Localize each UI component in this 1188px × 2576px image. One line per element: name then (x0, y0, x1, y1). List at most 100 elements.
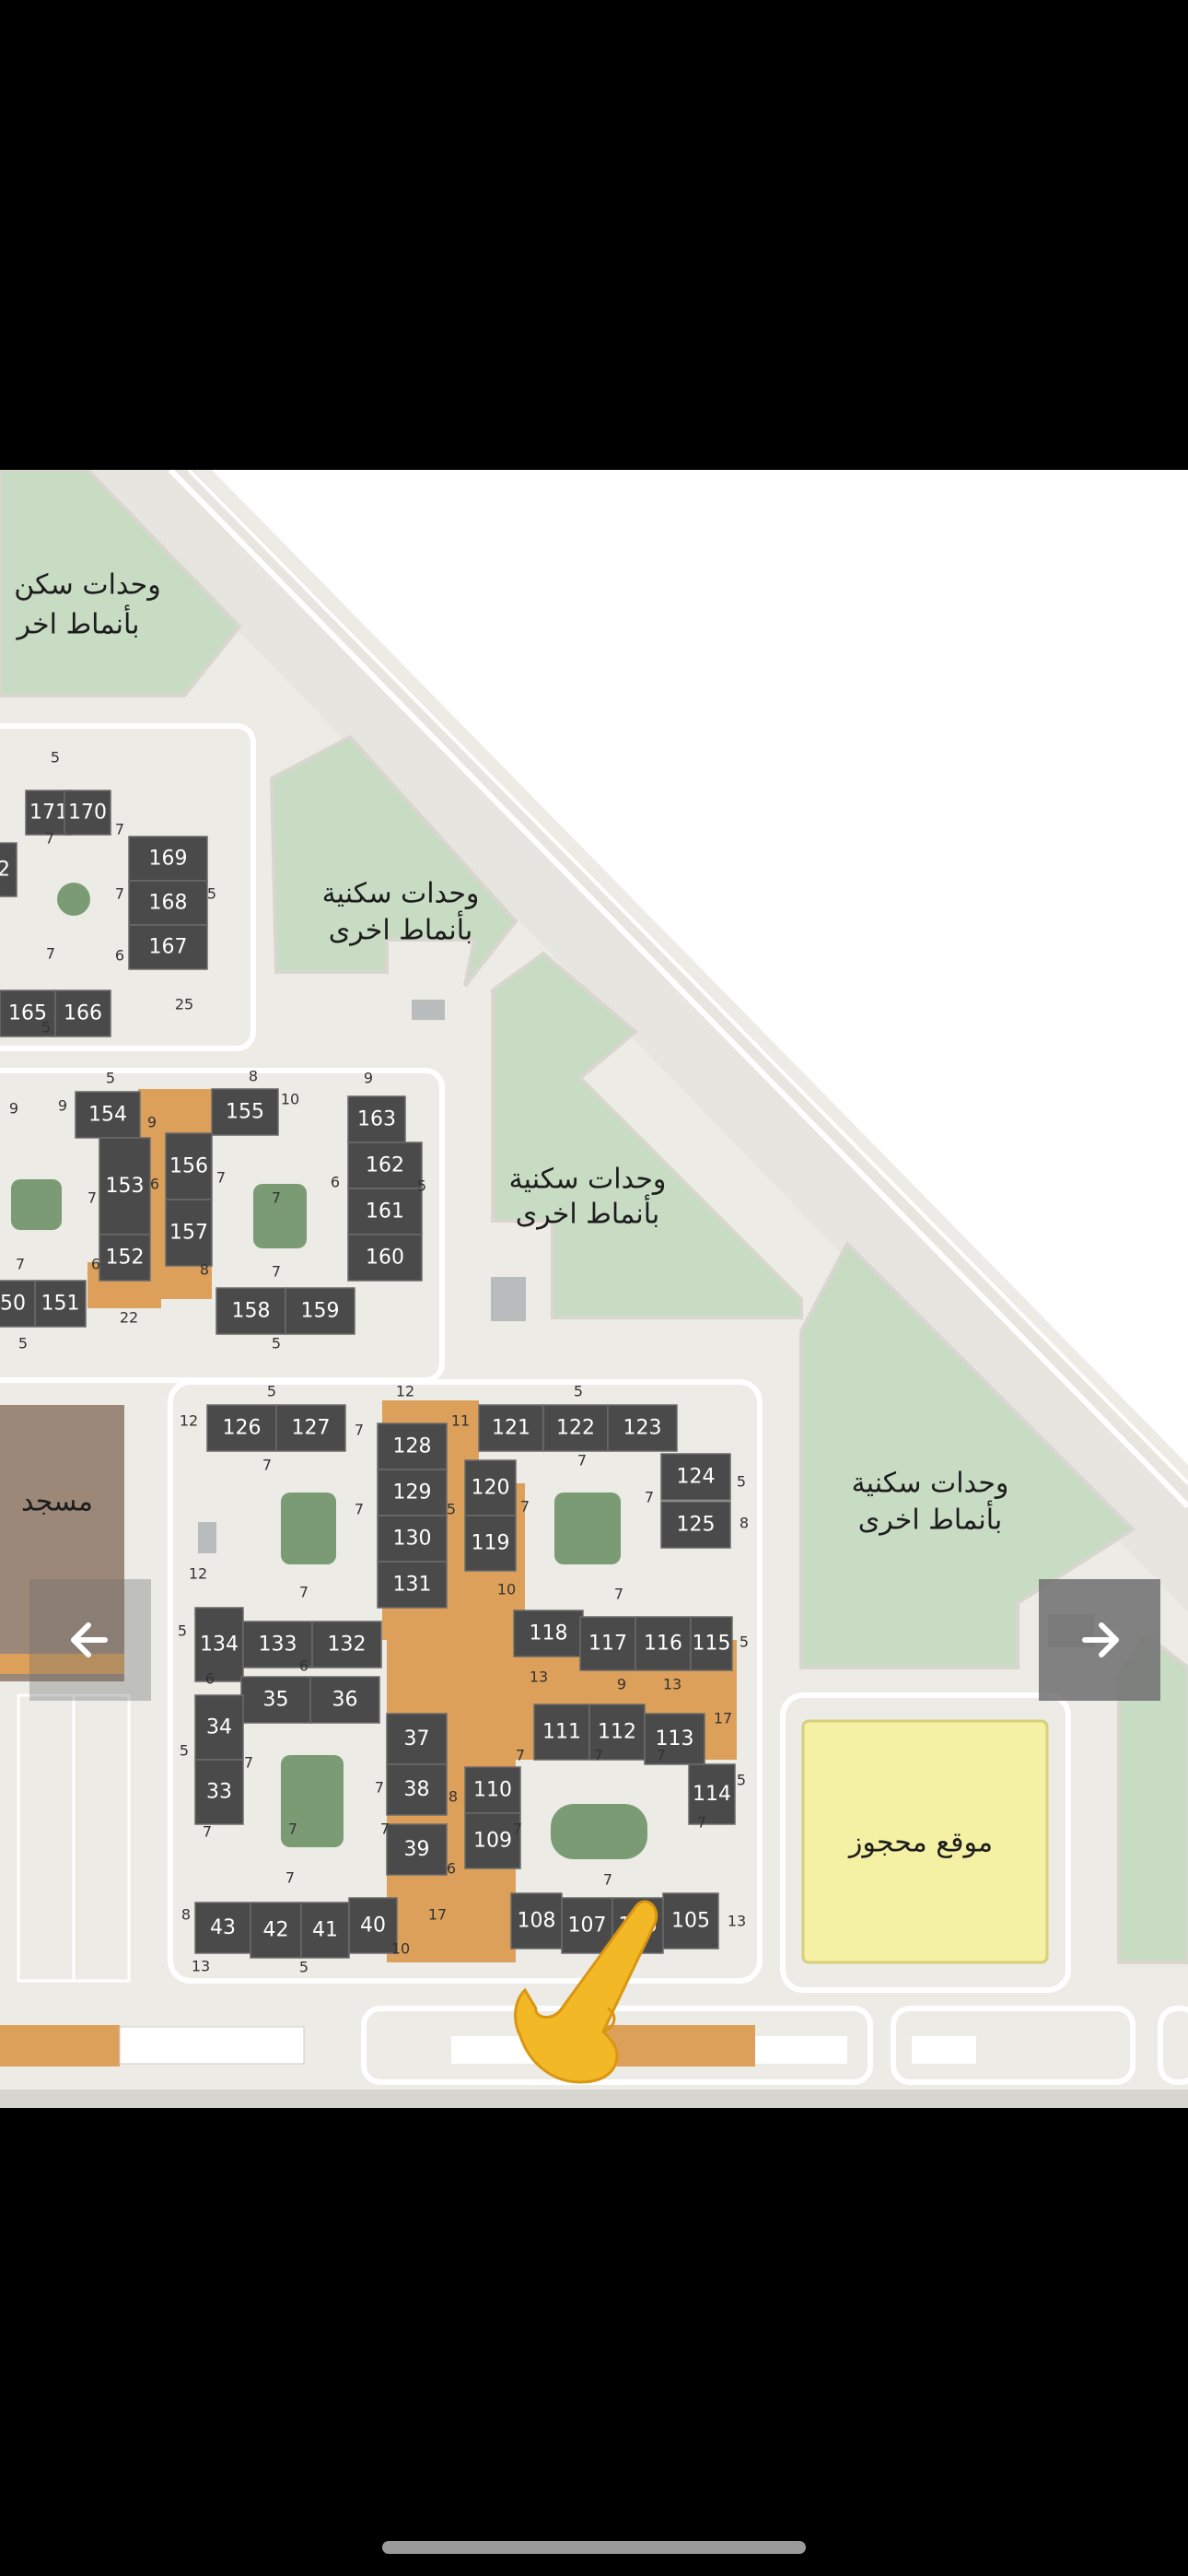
unit-tile[interactable] (347, 1142, 423, 1189)
unit-tile[interactable] (194, 1759, 244, 1825)
unit-121[interactable]: 121 (478, 1404, 544, 1452)
unit-tile[interactable] (464, 1766, 521, 1814)
unit-tile[interactable] (0, 842, 17, 897)
unit-120[interactable]: 120 (464, 1459, 517, 1516)
unit-160[interactable]: 160 (347, 1234, 423, 1282)
unit-152[interactable]: 152 (99, 1234, 151, 1282)
unit-tile[interactable] (215, 1287, 286, 1335)
unit-tile[interactable] (242, 1621, 313, 1669)
unit-tile[interactable] (690, 1616, 733, 1671)
unit-170[interactable]: 170 (64, 790, 111, 836)
unit-tile[interactable] (464, 1812, 521, 1869)
unit-tile[interactable] (0, 1280, 36, 1328)
unit-105[interactable]: 105 (662, 1892, 719, 1950)
unit-tile[interactable] (688, 1763, 736, 1825)
unit-153[interactable]: 153 (99, 1137, 151, 1235)
unit-34[interactable]: 34 (194, 1694, 244, 1761)
next-button[interactable] (1039, 1579, 1160, 1701)
unit-168[interactable]: 168 (128, 880, 208, 926)
unit-126[interactable]: 126 (206, 1404, 277, 1452)
unit-151[interactable]: 151 (34, 1280, 87, 1328)
unit-37[interactable]: 37 (386, 1713, 448, 1765)
unit-tile[interactable] (660, 1453, 731, 1501)
unit-161[interactable]: 161 (347, 1188, 423, 1235)
unit-134[interactable]: 134 (194, 1607, 244, 1682)
unit-159[interactable]: 159 (285, 1287, 355, 1335)
unit-tile[interactable] (542, 1404, 609, 1452)
unit-tile[interactable] (300, 1902, 350, 1959)
unit-122[interactable]: 122 (542, 1404, 609, 1452)
unit-tile[interactable] (561, 1897, 613, 1954)
unit-111[interactable]: 111 (533, 1704, 590, 1761)
unit-tile[interactable] (660, 1501, 731, 1549)
unit-42[interactable]: 42 (250, 1902, 302, 1959)
unit-132[interactable]: 132 (311, 1621, 382, 1669)
unit-tile[interactable] (275, 1404, 346, 1452)
unit-113[interactable]: 113 (644, 1713, 705, 1765)
unit-33[interactable]: 33 (194, 1759, 244, 1825)
unit-tile[interactable] (377, 1561, 448, 1609)
unit-tile[interactable] (240, 1676, 311, 1724)
unit-tile[interactable] (34, 1280, 87, 1328)
unit-117[interactable]: 117 (579, 1616, 636, 1671)
unit-35[interactable]: 35 (240, 1676, 311, 1724)
unit-162[interactable]: 162 (347, 1142, 423, 1189)
unit-tile[interactable] (128, 880, 208, 926)
unit-tile[interactable] (165, 1132, 213, 1200)
unit-tile[interactable] (464, 1515, 517, 1572)
unit-167[interactable]: 167 (128, 924, 208, 970)
unit-tile[interactable] (464, 1459, 517, 1516)
unit-158[interactable]: 158 (215, 1287, 286, 1335)
unit-157[interactable]: 157 (165, 1199, 213, 1267)
unit-tile[interactable] (635, 1616, 692, 1671)
unit-tile[interactable] (54, 989, 111, 1037)
unit-107[interactable]: 107 (561, 1897, 613, 1954)
unit-tile[interactable] (128, 924, 208, 970)
unit-tile[interactable] (513, 1610, 584, 1657)
unit-tile[interactable] (99, 1137, 151, 1235)
unit-119[interactable]: 119 (464, 1515, 517, 1572)
unit-tile[interactable] (386, 1763, 448, 1816)
unit-131[interactable]: 131 (377, 1561, 448, 1609)
unit-tile[interactable] (377, 1515, 448, 1563)
unit-tile[interactable] (309, 1676, 380, 1724)
home-indicator[interactable] (382, 2541, 806, 2554)
unit-tile[interactable] (662, 1892, 719, 1950)
unit-tile[interactable] (377, 1469, 448, 1516)
unit-154[interactable]: 154 (75, 1091, 141, 1139)
unit-130[interactable]: 130 (377, 1515, 448, 1563)
unit-2[interactable]: 2 (0, 842, 17, 897)
unit-155[interactable]: 155 (211, 1088, 279, 1136)
unit-tile[interactable] (386, 1823, 448, 1876)
unit-112[interactable]: 112 (588, 1704, 646, 1761)
unit-124[interactable]: 124 (660, 1453, 731, 1501)
unit-tile[interactable] (347, 1095, 406, 1143)
unit-tile[interactable] (478, 1404, 544, 1452)
unit-tile[interactable] (510, 1892, 563, 1950)
unit-tile[interactable] (347, 1234, 423, 1282)
unit-tile[interactable] (211, 1088, 279, 1136)
unit-50[interactable]: 50 (0, 1280, 36, 1328)
prev-button[interactable] (29, 1579, 151, 1701)
unit-169[interactable]: 169 (128, 836, 208, 882)
unit-tile[interactable] (644, 1713, 705, 1765)
unit-118[interactable]: 118 (513, 1610, 584, 1657)
unit-125[interactable]: 125 (660, 1501, 731, 1549)
unit-127[interactable]: 127 (275, 1404, 346, 1452)
unit-tile[interactable] (250, 1902, 302, 1959)
unit-108[interactable]: 108 (510, 1892, 563, 1950)
unit-tile[interactable] (128, 836, 208, 882)
unit-40[interactable]: 40 (348, 1897, 398, 1954)
unit-129[interactable]: 129 (377, 1469, 448, 1516)
unit-tile[interactable] (347, 1188, 423, 1235)
unit-36[interactable]: 36 (309, 1676, 380, 1724)
unit-133[interactable]: 133 (242, 1621, 313, 1669)
unit-116[interactable]: 116 (635, 1616, 692, 1671)
unit-tile[interactable] (165, 1199, 213, 1267)
unit-166[interactable]: 166 (54, 989, 111, 1037)
unit-39[interactable]: 39 (386, 1823, 448, 1876)
unit-tile[interactable] (311, 1621, 382, 1669)
unit-128[interactable]: 128 (377, 1423, 448, 1470)
unit-110[interactable]: 110 (464, 1766, 521, 1814)
unit-43[interactable]: 43 (194, 1902, 251, 1954)
